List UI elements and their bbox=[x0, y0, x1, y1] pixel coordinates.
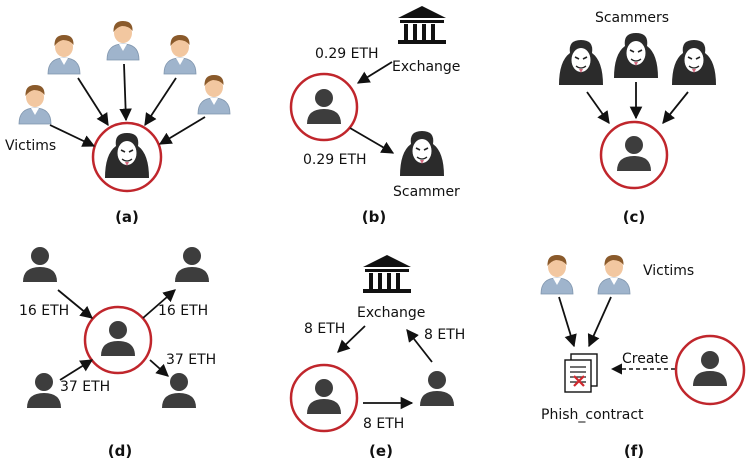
panel-f: Victims Create Phish_contract (f) bbox=[540, 254, 746, 460]
arrow bbox=[356, 61, 393, 84]
panel-caption: (f) bbox=[624, 442, 644, 460]
amount-label: 16 ETH bbox=[158, 303, 208, 319]
scammer-icon bbox=[104, 132, 150, 179]
highlight-ring bbox=[83, 305, 153, 375]
amount-label: 16 ETH bbox=[19, 303, 69, 319]
victim-icon bbox=[106, 20, 140, 61]
exchange-icon bbox=[363, 255, 411, 293]
contract-icon bbox=[563, 352, 599, 394]
victim-icon bbox=[540, 254, 574, 295]
arrow bbox=[119, 63, 132, 122]
arrow bbox=[662, 91, 689, 124]
person-icon bbox=[617, 136, 651, 171]
amount-label: 8 ETH bbox=[304, 321, 345, 337]
victims-label: Victims bbox=[5, 138, 56, 154]
arrow bbox=[558, 296, 577, 348]
highlight-ring bbox=[289, 72, 359, 142]
panel-e: Exchange 8 ETH 8 ETH 8 ETH (e) bbox=[289, 255, 465, 460]
victim-icon bbox=[197, 74, 231, 115]
highlight-ring bbox=[91, 121, 163, 193]
scammer-icon bbox=[613, 32, 659, 79]
scammer-icon bbox=[558, 39, 604, 86]
create-label: Create bbox=[622, 351, 669, 367]
arrow bbox=[144, 77, 177, 127]
arrow bbox=[59, 359, 94, 381]
panel-b: Exchange 0.29 ETH 0.29 ETH Scammer (b) bbox=[289, 6, 460, 226]
exchange-label: Exchange bbox=[357, 305, 425, 321]
highlight-ring bbox=[674, 334, 746, 406]
arrow bbox=[142, 289, 176, 319]
panel-caption: (e) bbox=[369, 442, 393, 460]
amount-label: 0.29 ETH bbox=[315, 46, 379, 62]
scammer-icon bbox=[671, 39, 717, 86]
panel-a: Victims (a) bbox=[5, 20, 231, 226]
panel-caption: (b) bbox=[362, 208, 386, 226]
victim-icon bbox=[47, 34, 81, 75]
arrow bbox=[586, 91, 610, 125]
arrow bbox=[337, 325, 366, 353]
amount-label: 8 ETH bbox=[363, 416, 404, 432]
person-icon bbox=[175, 247, 209, 282]
arrow bbox=[406, 329, 433, 363]
arrow bbox=[349, 127, 395, 154]
person-icon bbox=[101, 321, 135, 356]
highlight-ring bbox=[289, 363, 359, 433]
person-icon bbox=[23, 247, 57, 282]
victim-icon bbox=[18, 84, 52, 125]
panel-d: 16 ETH 16 ETH 37 ETH 37 ETH (d) bbox=[19, 247, 216, 460]
amount-label: 8 ETH bbox=[424, 327, 465, 343]
person-icon bbox=[27, 373, 61, 408]
exchange-label: Exchange bbox=[392, 59, 460, 75]
person-icon bbox=[307, 379, 341, 414]
panel-caption: (a) bbox=[115, 208, 139, 226]
victim-icon bbox=[163, 34, 197, 75]
scammer-icon bbox=[399, 130, 445, 177]
person-icon bbox=[420, 371, 454, 406]
arrow bbox=[587, 296, 612, 348]
panel-caption: (d) bbox=[108, 442, 132, 460]
arrow bbox=[49, 124, 96, 147]
scammer-label: Scammer bbox=[393, 184, 460, 200]
panel-c: Scammers (c) bbox=[558, 10, 717, 226]
person-icon bbox=[693, 351, 727, 386]
arrow bbox=[158, 116, 206, 145]
exchange-icon bbox=[398, 6, 446, 44]
amount-label: 37 ETH bbox=[60, 379, 110, 395]
arrow bbox=[77, 77, 109, 127]
amount-label: 0.29 ETH bbox=[303, 152, 367, 168]
person-icon bbox=[162, 373, 196, 408]
person-icon bbox=[307, 89, 341, 124]
panel-caption: (c) bbox=[623, 208, 646, 226]
victim-icon bbox=[597, 254, 631, 295]
scammers-label: Scammers bbox=[595, 10, 669, 26]
arrow bbox=[57, 289, 93, 319]
contract-label: Phish_contract bbox=[541, 407, 644, 423]
arrow bbox=[149, 359, 169, 377]
amount-label: 37 ETH bbox=[166, 352, 216, 368]
highlight-ring bbox=[599, 120, 669, 190]
victims-label: Victims bbox=[643, 263, 694, 279]
